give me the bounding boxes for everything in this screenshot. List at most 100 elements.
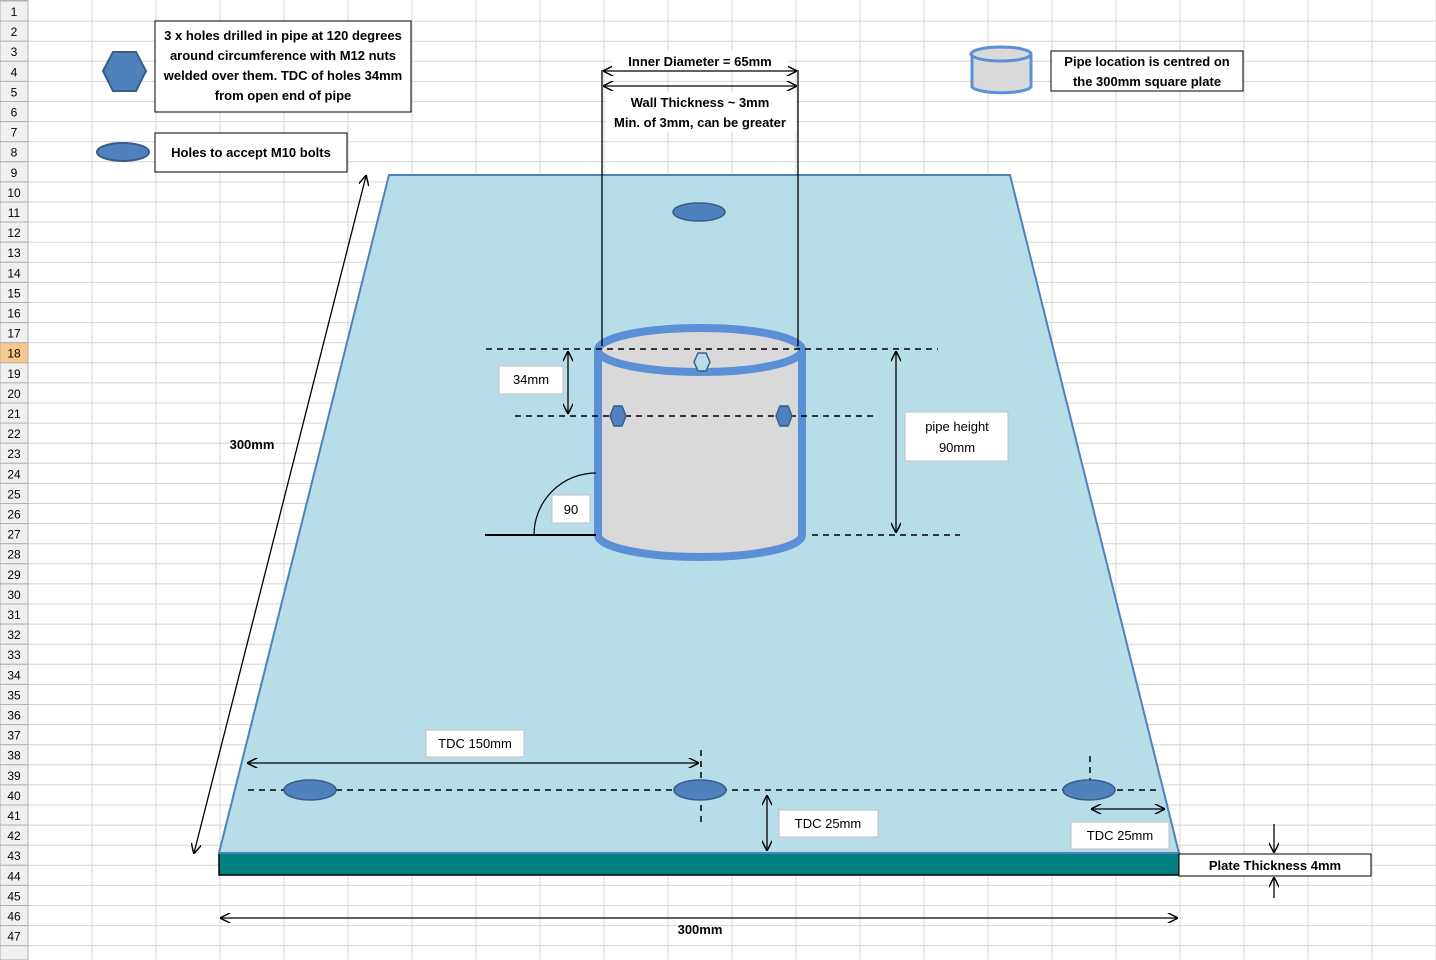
row-header-label: 46	[7, 910, 21, 924]
row-header-label: 9	[11, 166, 18, 180]
row-header-label: 38	[7, 749, 21, 763]
nut-holes-legend-line-4: from open end of pipe	[215, 88, 352, 103]
row-header-6[interactable]: 6	[0, 101, 29, 123]
tdc-150-label: TDC 150mm	[438, 736, 512, 751]
row-header-19[interactable]: 19	[0, 362, 29, 384]
row-header-35[interactable]: 35	[0, 683, 29, 706]
row-header-37[interactable]: 37	[0, 724, 29, 746]
row-header-20[interactable]: 20	[0, 382, 29, 404]
nut-hole-top	[693, 352, 711, 372]
row-header-label: 10	[7, 186, 21, 200]
row-header-label: 39	[7, 769, 21, 783]
row-header-21[interactable]: 21	[0, 402, 29, 424]
row-header-39[interactable]: 39	[0, 764, 29, 786]
row-header-label: 2	[11, 25, 18, 39]
row-header-16[interactable]: 16	[0, 302, 29, 324]
row-header-25[interactable]: 25	[0, 482, 29, 504]
row-header-label: 42	[7, 829, 21, 843]
row-header-label: 14	[7, 266, 21, 280]
row-header-label: 1	[11, 5, 18, 19]
row-header-28[interactable]: 28	[0, 543, 29, 565]
row-header-40[interactable]: 40	[0, 784, 29, 806]
row-header-22[interactable]: 22	[0, 422, 29, 444]
row-header-9[interactable]: 9	[0, 161, 29, 183]
pipe-height-line-2: 90mm	[939, 440, 975, 455]
wall-thickness-label: Wall Thickness ~ 3mm	[631, 95, 770, 110]
plate-width-label: 300mm	[678, 922, 723, 937]
row-header-29[interactable]: 29	[0, 563, 29, 585]
row-header-2[interactable]: 2	[0, 20, 29, 42]
row-header-4[interactable]: 4	[0, 60, 29, 82]
row-header-label: 26	[7, 508, 21, 522]
row-header-42[interactable]: 42	[0, 824, 29, 846]
row-header-31[interactable]: 31	[0, 603, 29, 625]
row-header-14[interactable]: 14	[0, 261, 29, 283]
row-header-26[interactable]: 26	[0, 503, 29, 525]
row-header-18[interactable]: 18	[0, 342, 29, 364]
row-header-47[interactable]: 47	[0, 925, 29, 947]
row-header-label: 31	[7, 608, 21, 622]
pipe-legend-icon	[969, 45, 1033, 95]
bolt-holes-legend-text: Holes to accept M10 bolts	[171, 145, 331, 160]
row-header-24[interactable]: 24	[0, 462, 29, 484]
row-header-5[interactable]: 5	[0, 80, 29, 103]
row-header-15[interactable]: 15	[0, 281, 29, 303]
row-header-label: 22	[7, 427, 21, 441]
row-header-label: 16	[7, 307, 21, 321]
row-header-45[interactable]: 45	[0, 884, 29, 907]
row-header-1[interactable]: 1	[0, 0, 29, 22]
row-header-label: 12	[7, 226, 21, 240]
row-header-label: 19	[7, 367, 21, 381]
row-header-44[interactable]: 44	[0, 864, 29, 886]
row-header-10[interactable]: 10	[0, 181, 29, 203]
row-header-label: 8	[11, 146, 18, 160]
row-header-label: 25	[7, 487, 21, 501]
row-header-label: 21	[7, 407, 21, 421]
row-header-36[interactable]: 36	[0, 704, 29, 726]
nut-holes-legend-box	[154, 20, 412, 113]
row-header-13[interactable]: 13	[0, 241, 29, 263]
row-header-label: 5	[11, 85, 18, 99]
row-header-label: 29	[7, 568, 21, 582]
bolt-hole-left	[283, 779, 337, 801]
row-header-27[interactable]: 27	[0, 523, 29, 545]
row-header-label: 27	[7, 528, 21, 542]
row-header-17[interactable]: 17	[0, 322, 29, 344]
row-headers[interactable]: 1234567891011121314151617181920212223242…	[0, 0, 29, 947]
row-header-11[interactable]: 11	[0, 201, 29, 223]
row-header-43[interactable]: 43	[0, 844, 29, 866]
row-header-23[interactable]: 23	[0, 442, 29, 464]
row-header-33[interactable]: 33	[0, 643, 29, 665]
row-header-label: 47	[7, 930, 21, 944]
plate-depth-label: 300mm	[230, 437, 275, 452]
row-header-32[interactable]: 32	[0, 623, 29, 645]
row-header-8[interactable]: 8	[0, 141, 29, 163]
wall-thickness-note: Min. of 3mm, can be greater	[614, 115, 786, 130]
nut-hole-right	[775, 405, 793, 427]
oval-legend-icon	[96, 142, 150, 162]
row-header-label: 24	[7, 467, 21, 481]
row-header-label: 17	[7, 327, 21, 341]
row-header-30[interactable]: 30	[0, 583, 29, 605]
nut-holes-legend-line-1: 3 x holes drilled in pipe at 120 degrees	[164, 28, 402, 43]
row-header-46[interactable]: 46	[0, 905, 29, 927]
nut-holes-legend-line-3: welded over them. TDC of holes 34mm	[163, 68, 402, 83]
inner-diameter-bg	[612, 51, 788, 70]
row-header-38[interactable]: 38	[0, 744, 29, 766]
row-header-label: 37	[7, 729, 21, 743]
tdc-25-vertical-box	[778, 809, 879, 838]
row-header-7[interactable]: 7	[0, 121, 29, 143]
row-header-3[interactable]: 3	[0, 40, 29, 62]
row-header-34[interactable]: 34	[0, 663, 29, 685]
row-header-cell[interactable]	[0, 925, 29, 947]
row-header-label: 3	[11, 45, 18, 59]
row-header-12[interactable]: 12	[0, 221, 29, 243]
dimension-lines	[194, 70, 1274, 918]
row-header-41[interactable]: 41	[0, 804, 29, 826]
row-header-label: 6	[11, 106, 18, 120]
nut-holes-legend-line-2: around circumference with M12 nuts	[170, 48, 396, 63]
hole-depth-label: 34mm	[513, 372, 549, 387]
row-header-label: 18	[7, 347, 21, 361]
row-header-label: 43	[7, 849, 21, 863]
pipe-height-box	[904, 411, 1009, 462]
